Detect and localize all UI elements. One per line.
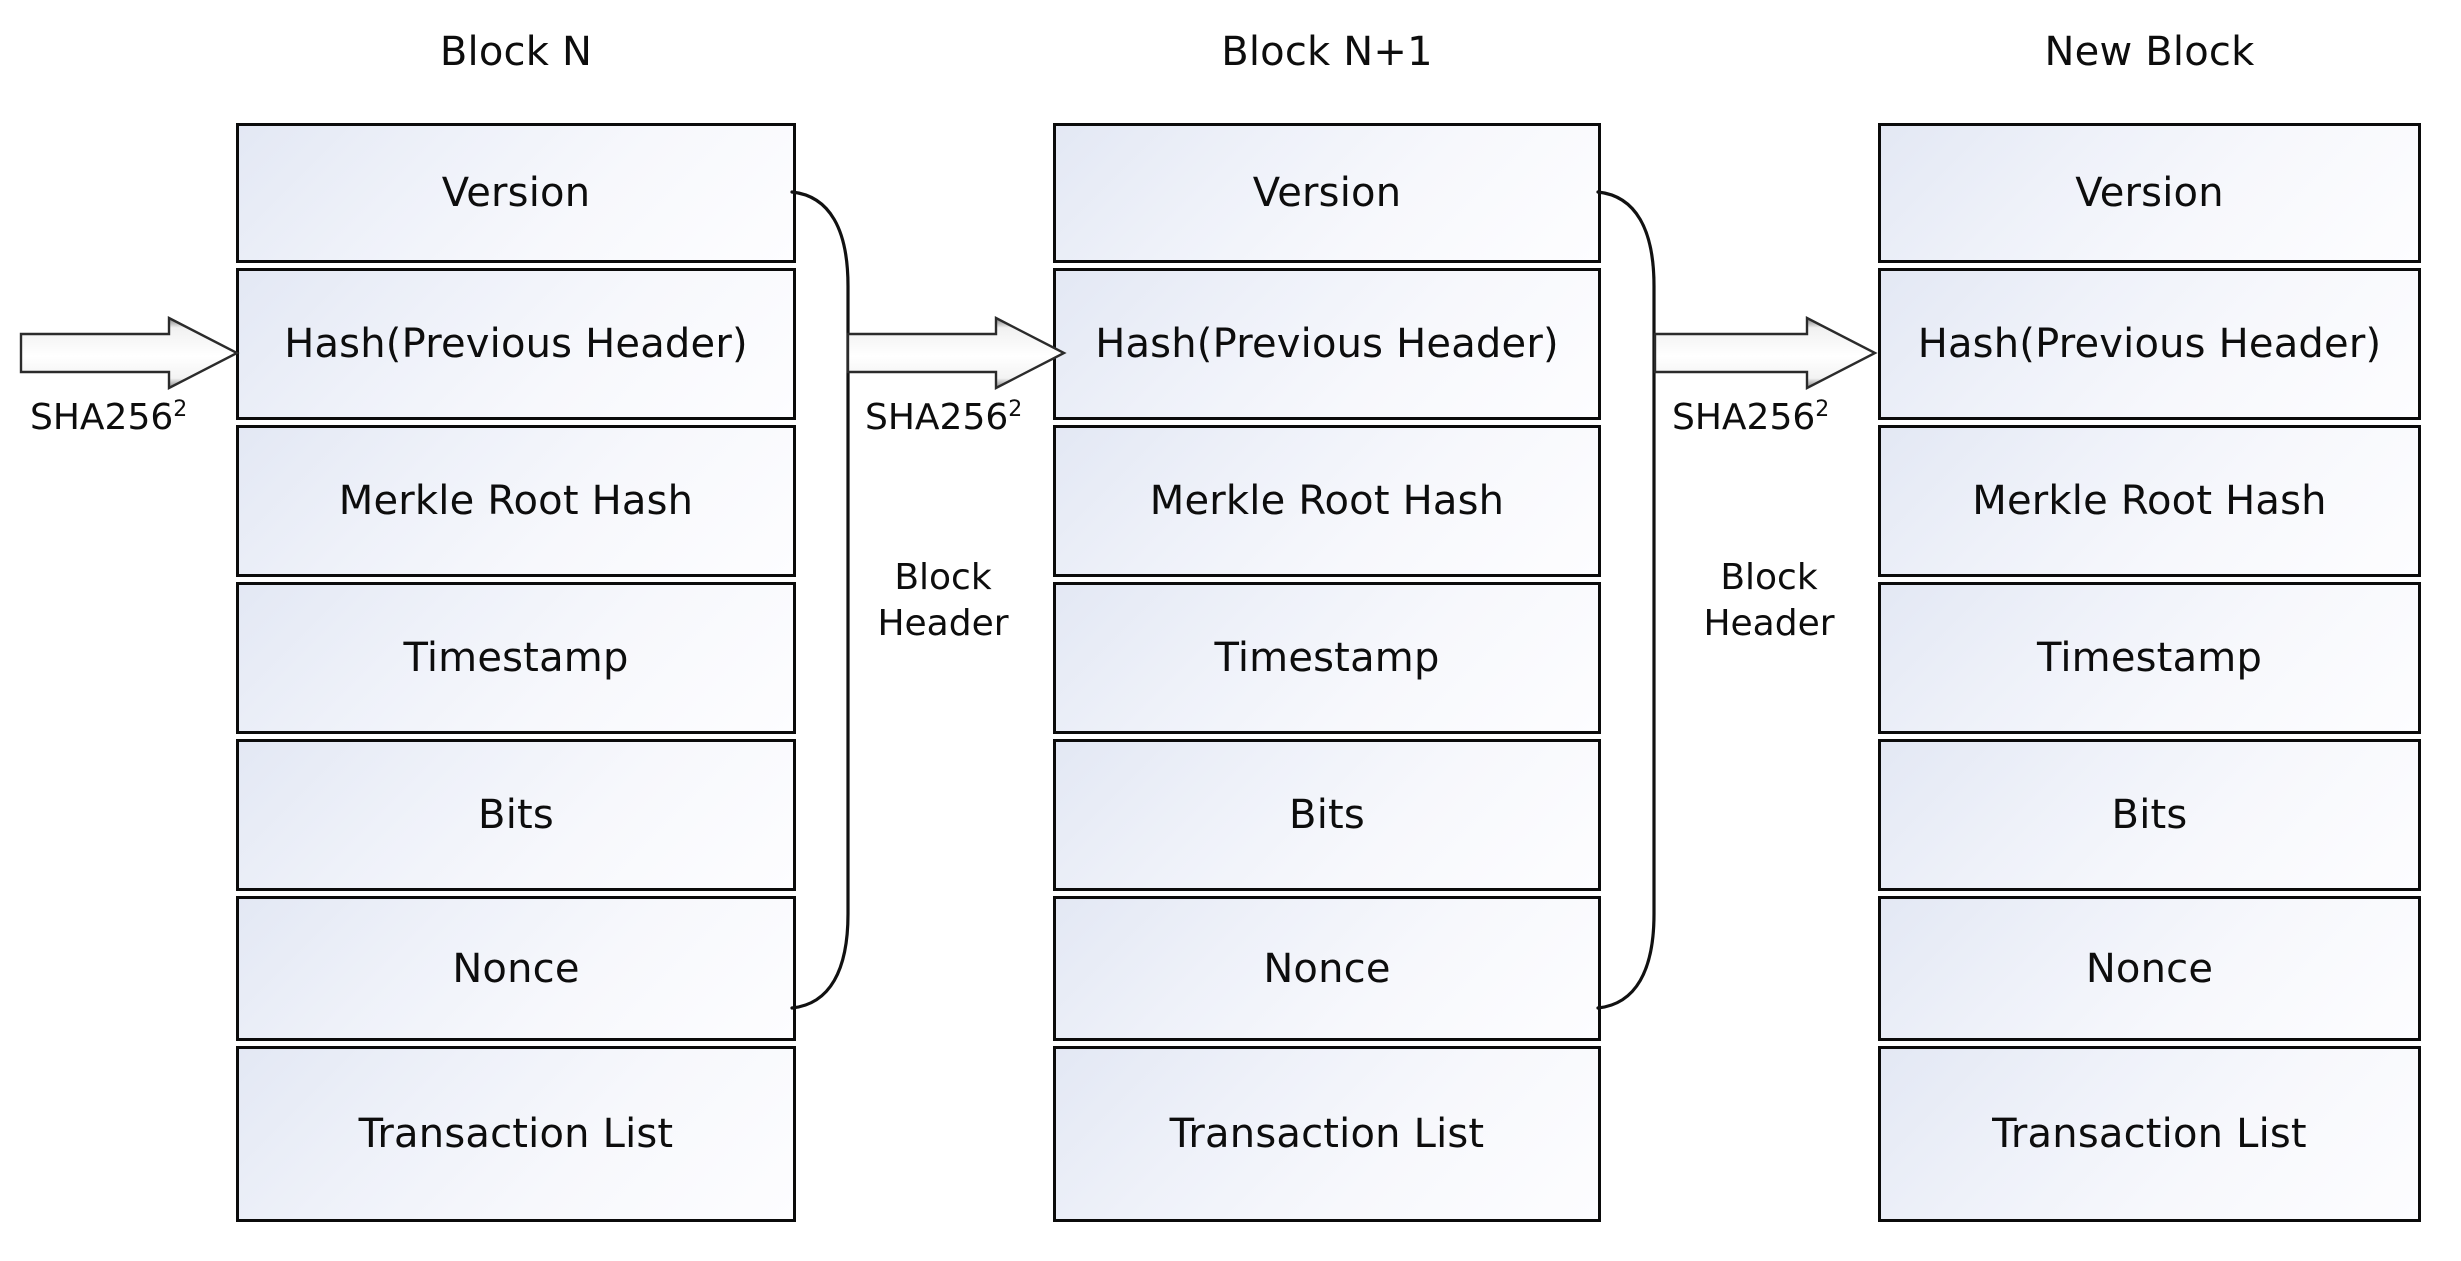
field-label: Timestamp: [403, 635, 629, 681]
field-label: Merkle Root Hash: [338, 478, 694, 524]
field-box-version[interactable]: Version: [1878, 123, 2421, 263]
sha256-exponent: 2: [1008, 397, 1023, 422]
field-box-merkle-root-hash[interactable]: Merkle Root Hash: [1053, 425, 1601, 577]
field-box-version[interactable]: Version: [236, 123, 796, 263]
field-label: Version: [2075, 170, 2224, 216]
field-label: Bits: [1289, 792, 1365, 838]
field-box-transaction-list[interactable]: Transaction List: [1878, 1046, 2421, 1222]
block-column-3: Version Hash(Previous Header) Merkle Roo…: [1878, 0, 2421, 1261]
sha256-label: SHA256: [865, 397, 1009, 438]
field-box-timestamp[interactable]: Timestamp: [236, 582, 796, 734]
field-label: Nonce: [2085, 945, 2214, 992]
sha256-exponent: 2: [1815, 397, 1830, 422]
field-label: Nonce: [1263, 945, 1391, 992]
field-label: Hash(Previous Header): [284, 321, 748, 367]
field-label: Transaction List: [358, 1111, 674, 1157]
block-header-bracket-2: [1596, 190, 1676, 1010]
field-box-hash-previous-header[interactable]: Hash(Previous Header): [1053, 268, 1601, 420]
field-box-merkle-root-hash[interactable]: Merkle Root Hash: [1878, 425, 2421, 577]
field-box-timestamp[interactable]: Timestamp: [1053, 582, 1601, 734]
sha256-arrow-1: [18, 315, 240, 391]
field-label: Bits: [2111, 792, 2188, 838]
field-label: Bits: [478, 792, 554, 838]
sha256-arrow-3: [1652, 315, 1878, 391]
field-label: Hash(Previous Header): [1095, 321, 1559, 367]
field-label: Version: [1252, 170, 1402, 216]
field-box-bits[interactable]: Bits: [1053, 739, 1601, 891]
field-label: Hash(Previous Header): [1917, 321, 2382, 367]
field-box-merkle-root-hash[interactable]: Merkle Root Hash: [236, 425, 796, 577]
sha256-arrow-2: [845, 315, 1067, 391]
field-label: Timestamp: [2036, 635, 2263, 681]
block-title-2: Block N+1: [1221, 29, 1433, 75]
block-header-caption-1: Block Header: [877, 557, 1009, 645]
field-label: Nonce: [452, 945, 580, 992]
field-label: Transaction List: [1992, 1111, 2307, 1157]
field-box-hash-previous-header[interactable]: Hash(Previous Header): [236, 268, 796, 420]
field-box-transaction-list[interactable]: Transaction List: [1053, 1046, 1601, 1222]
sha256-label: SHA256: [30, 397, 174, 438]
field-label: Merkle Root Hash: [1149, 478, 1505, 524]
field-box-nonce[interactable]: Nonce: [1878, 896, 2421, 1041]
block-header-caption-2: Block Header: [1703, 557, 1835, 645]
block-column-2: Version Hash(Previous Header) Merkle Roo…: [1053, 0, 1601, 1261]
sha256-arrow-caption-2: SHA2562: [865, 397, 1023, 438]
field-box-nonce[interactable]: Nonce: [236, 896, 796, 1041]
field-box-bits[interactable]: Bits: [236, 739, 796, 891]
field-box-bits[interactable]: Bits: [1878, 739, 2421, 891]
field-box-transaction-list[interactable]: Transaction List: [236, 1046, 796, 1222]
field-label: Timestamp: [1214, 635, 1440, 681]
sha256-exponent: 2: [173, 397, 188, 422]
block-title-1: Block N: [439, 29, 593, 75]
block-column-1: Version Hash(Previous Header) Merkle Roo…: [236, 0, 796, 1261]
field-label: Version: [441, 170, 591, 216]
field-label: Merkle Root Hash: [1972, 478, 2327, 524]
field-box-timestamp[interactable]: Timestamp: [1878, 582, 2421, 734]
sha256-arrow-caption-3: SHA2562: [1672, 397, 1830, 438]
field-box-version[interactable]: Version: [1053, 123, 1601, 263]
field-box-hash-previous-header[interactable]: Hash(Previous Header): [1878, 268, 2421, 420]
block-title-3: New Block: [2044, 29, 2255, 75]
sha256-label: SHA256: [1672, 397, 1816, 438]
sha256-arrow-caption-1: SHA2562: [30, 397, 188, 438]
field-label: Transaction List: [1169, 1111, 1485, 1157]
field-box-nonce[interactable]: Nonce: [1053, 896, 1601, 1041]
